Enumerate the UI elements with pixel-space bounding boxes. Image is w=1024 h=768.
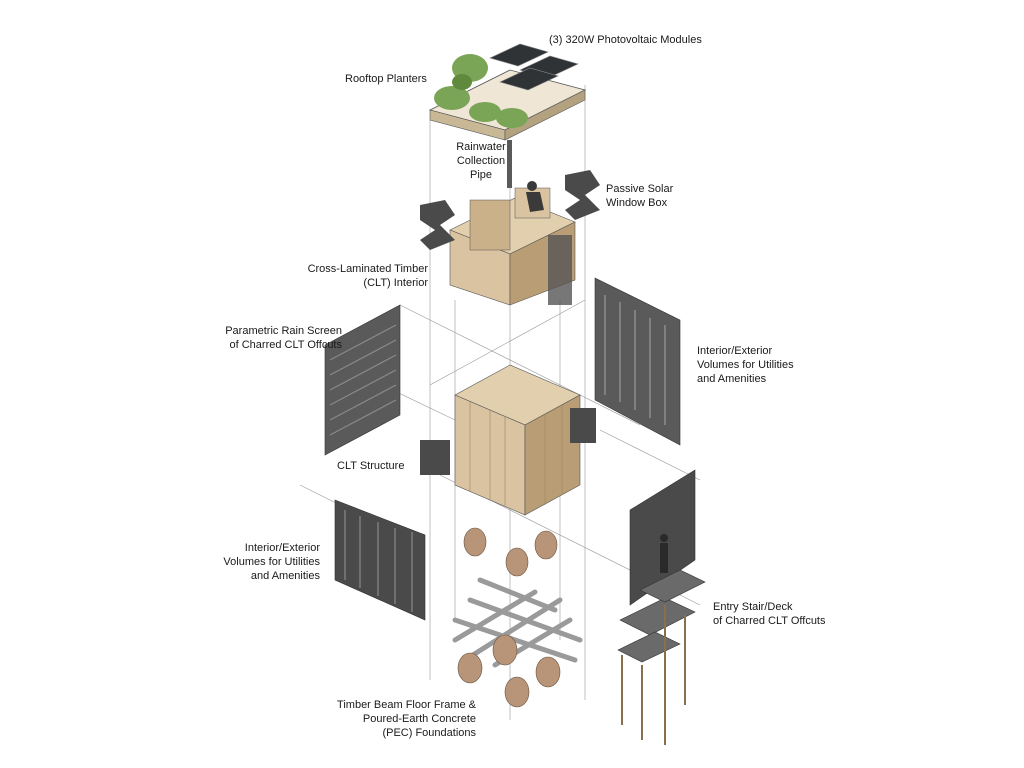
- utility-volumes-left: [334, 499, 426, 621]
- pv-modules: [489, 43, 579, 91]
- rooftop-assembly: [428, 43, 587, 188]
- label-rooftop-planters: Rooftop Planters: [345, 73, 427, 85]
- utility-volumes-right: [594, 277, 681, 446]
- person-figure: [527, 181, 537, 191]
- rain-screen-left: [324, 304, 401, 456]
- structure-window-right: [570, 408, 596, 443]
- clt-interior: [420, 170, 600, 306]
- floor-frame-foundations: [452, 577, 583, 708]
- clt-structure: [420, 364, 596, 577]
- window-box-left: [420, 200, 455, 250]
- structure-window-left: [420, 440, 450, 475]
- label-clt-interior: Cross-Laminated Timber(CLT) Interior: [307, 263, 428, 289]
- window-box-right: [565, 170, 600, 220]
- roof-edge-right: [504, 89, 586, 141]
- piers-upper: [463, 527, 558, 577]
- label-floor-frame-foundations: Timber Beam Floor Frame &Poured-Earth Co…: [337, 699, 476, 739]
- label-clt-structure: CLT Structure: [337, 460, 405, 472]
- rainwater-pipe: [507, 140, 512, 188]
- entry-person-figure: [660, 534, 668, 542]
- entry-stair-deck: [617, 469, 706, 745]
- planting: [434, 54, 528, 128]
- label-pv-modules: (3) 320W Photovoltaic Modules: [549, 34, 702, 46]
